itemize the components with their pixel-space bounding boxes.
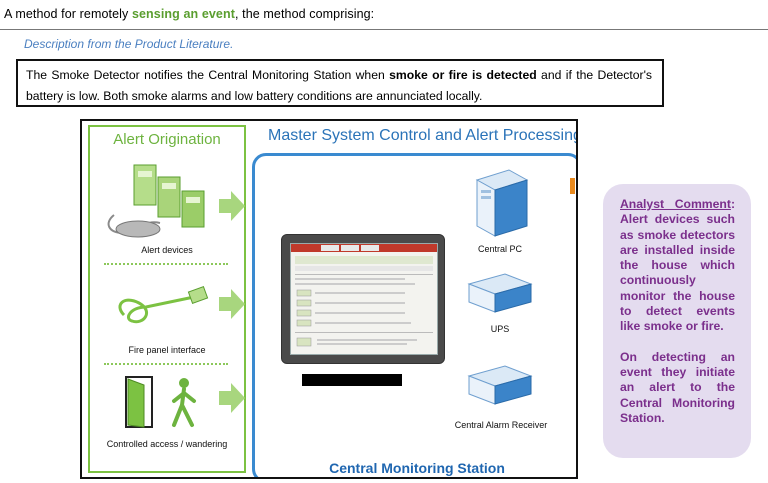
alert-devices-label: Alert devices <box>141 245 193 255</box>
claim-text: A method for remotely sensing an event, … <box>4 7 374 21</box>
fire-panel-label: Fire panel interface <box>128 345 206 355</box>
master-system-title: Master System Control and Alert Processi… <box>268 127 578 144</box>
analyst-paragraph-1: Analyst Comment: Alert devices such as s… <box>620 197 735 335</box>
description-title: Description from the Product Literature. <box>24 37 234 51</box>
analyst-heading-suffix: : <box>730 197 735 211</box>
software-screenshot <box>290 243 438 355</box>
central-monitoring-title: Central Monitoring Station <box>329 460 505 476</box>
system-figure: Alert Origination Alert devices Fire pan… <box>80 119 578 479</box>
description-text-end: and if the Detector's battery is low. Bo… <box>26 68 652 103</box>
analyst-para1: Alert devices such as smoke detectors ar… <box>620 212 735 334</box>
analyst-paragraph-2: On detecting an event they initiate an a… <box>620 349 735 425</box>
analyst-comment-box: Analyst Comment: Alert devices such as s… <box>603 184 751 458</box>
monitoring-station-panel: Central PC UPS Central Alarm Receiver Ce… <box>252 153 576 477</box>
alert-origination-panel: Alert Origination Alert devices Fire pan… <box>88 125 246 473</box>
analyst-comment-text: Analyst Comment: Alert devices such as s… <box>620 197 735 426</box>
alert-devices-illustration <box>107 164 205 238</box>
separator-dots <box>104 363 228 365</box>
description-text-start: The Smoke Detector notifies the Central … <box>26 68 390 82</box>
claim-suffix: , the method comprising: <box>234 7 375 21</box>
description-box: The Smoke Detector notifies the Central … <box>16 59 664 107</box>
alert-origination-title: Alert Origination <box>113 131 221 148</box>
monitor-icon <box>281 234 445 364</box>
analyst-heading: Analyst Comment <box>620 197 731 211</box>
central-pc-label: Central PC <box>477 244 522 254</box>
controlled-access-illustration <box>125 376 196 428</box>
separator-dots <box>104 263 228 265</box>
redaction-bar <box>302 374 402 386</box>
controlled-access-label: Controlled access / wandering <box>106 439 228 449</box>
alarm-receiver-icon <box>467 365 533 405</box>
ups-icon <box>467 273 533 313</box>
central-pc-icon <box>475 169 529 237</box>
ups-label: UPS <box>490 324 510 334</box>
header-divider <box>0 29 768 30</box>
orange-marker <box>570 178 575 194</box>
fire-panel-illustration <box>118 285 209 324</box>
arrow-right-icon <box>219 191 245 221</box>
software-window-graphic <box>291 244 437 347</box>
claim-highlight: sensing an event <box>131 7 235 21</box>
arrow-right-icon <box>219 383 245 413</box>
claim-prefix: A method for remotely <box>4 7 132 21</box>
alarm-receiver-label: Central Alarm Receiver <box>454 420 548 430</box>
description-bold: smoke or fire is detected <box>389 68 537 82</box>
arrow-right-icon <box>219 289 245 319</box>
